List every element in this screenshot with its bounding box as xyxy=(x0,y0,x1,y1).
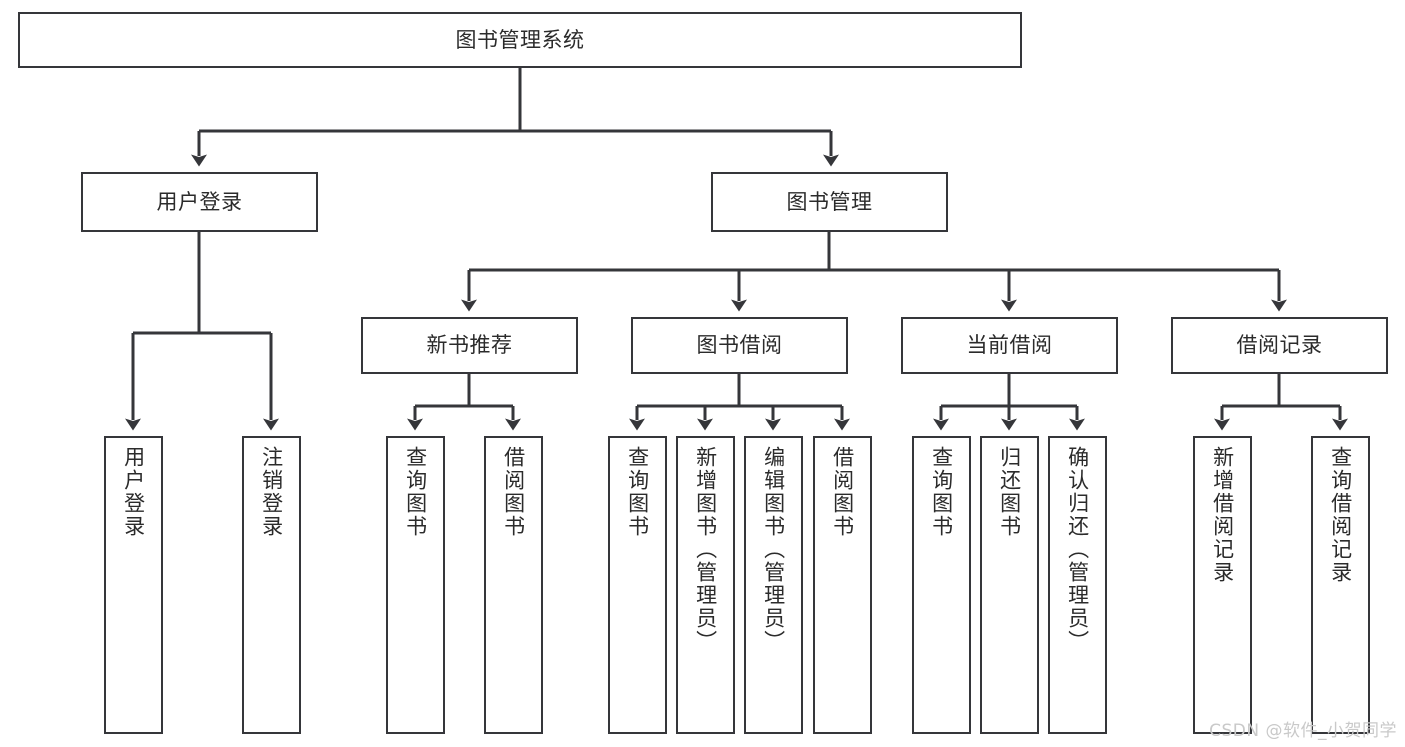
node-new-book-recommend[interactable]: 新书推荐 xyxy=(361,317,578,374)
node-label: 当前借阅 xyxy=(966,333,1053,358)
node-label: 图书管理 xyxy=(786,189,873,214)
leaf-user-login-logout[interactable]: 注销登录 xyxy=(242,436,301,734)
csdn-watermark: CSDN @软件_小贺同学 xyxy=(1209,721,1397,741)
node-label: 图书借阅 xyxy=(696,333,783,358)
node-label: 用户登录 xyxy=(156,189,243,214)
node-label: 借阅图书 xyxy=(501,446,526,538)
node-label: 新增图书（管理员） xyxy=(693,446,718,653)
node-root-system[interactable]: 图书管理系统 xyxy=(18,12,1022,68)
leaf-current-confirm-return-admin[interactable]: 确认归还（管理员） xyxy=(1048,436,1107,734)
leaf-recommend-borrow-book[interactable]: 借阅图书 xyxy=(484,436,543,734)
leaf-current-query-book[interactable]: 查询图书 xyxy=(912,436,971,734)
node-book-management[interactable]: 图书管理 xyxy=(711,172,948,232)
leaf-user-login-login[interactable]: 用户登录 xyxy=(104,436,163,734)
node-label: 新增借阅记录 xyxy=(1210,446,1235,584)
node-label: 编辑图书（管理员） xyxy=(761,446,786,653)
node-book-borrow[interactable]: 图书借阅 xyxy=(631,317,848,374)
node-current-borrow[interactable]: 当前借阅 xyxy=(901,317,1118,374)
node-user-login[interactable]: 用户登录 xyxy=(81,172,318,232)
node-label: 归还图书 xyxy=(997,446,1022,538)
node-label: 查询图书 xyxy=(403,446,428,538)
node-label: 图书管理系统 xyxy=(455,27,585,52)
leaf-borrow-borrow-book[interactable]: 借阅图书 xyxy=(813,436,872,734)
node-label: 查询图书 xyxy=(625,446,650,538)
leaf-borrow-edit-book-admin[interactable]: 编辑图书（管理员） xyxy=(744,436,803,734)
node-label: 查询借阅记录 xyxy=(1328,446,1353,584)
leaf-record-query-record[interactable]: 查询借阅记录 xyxy=(1311,436,1370,734)
node-label: 注销登录 xyxy=(259,446,284,538)
node-label: 用户登录 xyxy=(121,446,146,538)
leaf-recommend-query-book[interactable]: 查询图书 xyxy=(386,436,445,734)
leaf-borrow-query-book[interactable]: 查询图书 xyxy=(608,436,667,734)
leaf-current-return-book[interactable]: 归还图书 xyxy=(980,436,1039,734)
node-label: 确认归还（管理员） xyxy=(1065,446,1090,653)
node-label: 借阅记录 xyxy=(1236,333,1323,358)
node-label: 借阅图书 xyxy=(830,446,855,538)
node-label: 新书推荐 xyxy=(426,333,513,358)
leaf-record-add-record[interactable]: 新增借阅记录 xyxy=(1193,436,1252,734)
node-borrow-record[interactable]: 借阅记录 xyxy=(1171,317,1388,374)
leaf-borrow-add-book-admin[interactable]: 新增图书（管理员） xyxy=(676,436,735,734)
node-label: 查询图书 xyxy=(929,446,954,538)
